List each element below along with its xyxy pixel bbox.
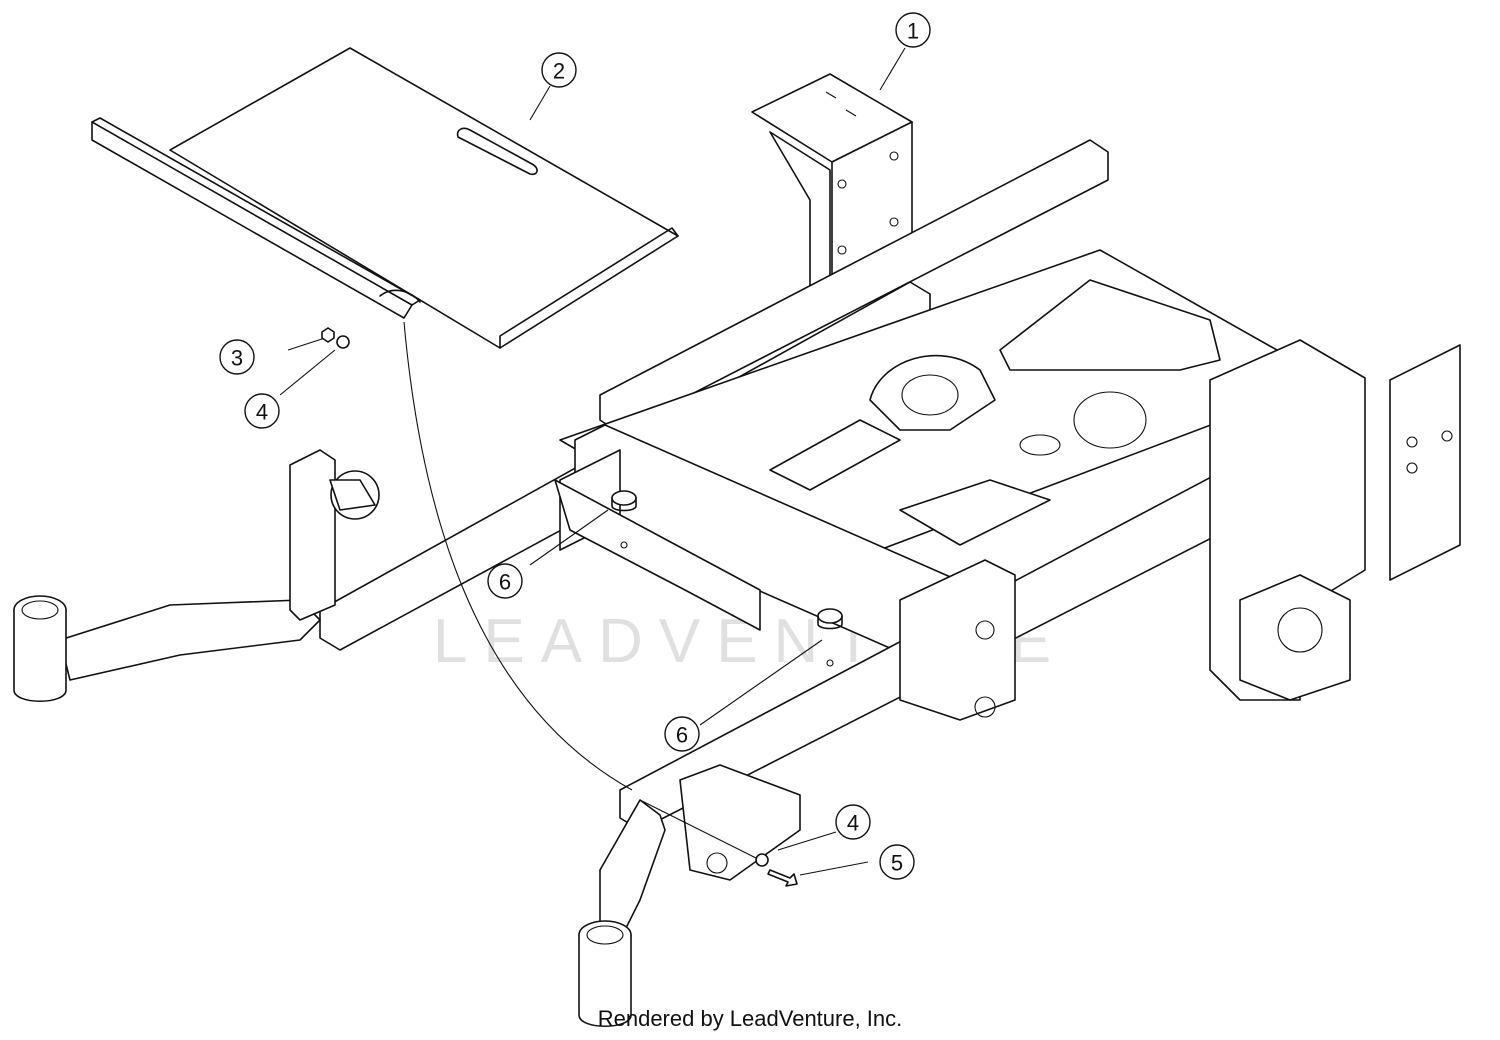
callout-4-upper: 4 [244, 393, 280, 429]
svg-text:6: 6 [676, 723, 688, 748]
svg-text:6: 6 [499, 570, 511, 595]
footer-credit: Rendered by LeadVenture, Inc. [597, 1006, 903, 1031]
callout-1: 1 [895, 12, 931, 48]
hardware [321, 327, 843, 887]
washer-icon [755, 853, 769, 867]
bumper-icon [611, 490, 637, 549]
front-axle [13, 449, 666, 1028]
nut-icon [321, 327, 335, 343]
svg-text:3: 3 [231, 346, 243, 371]
svg-text:5: 5 [891, 851, 903, 876]
svg-text:4: 4 [256, 400, 268, 425]
bumper-icon [817, 608, 843, 667]
washer-icon [336, 335, 350, 349]
callout-6-upper: 6 [487, 563, 523, 599]
callout-5: 5 [879, 844, 915, 880]
callout-4-lower: 4 [835, 804, 871, 840]
leader-lines [279, 47, 906, 876]
support-bar [91, 117, 421, 319]
svg-text:1: 1 [907, 19, 919, 44]
bolt-icon [767, 869, 798, 887]
deck-details [769, 279, 1221, 546]
svg-text:2: 2 [553, 59, 565, 84]
foot-plate [169, 47, 679, 349]
callout-2: 2 [541, 52, 577, 88]
callout-6-lower: 6 [664, 716, 700, 752]
callout-3: 3 [219, 339, 255, 375]
svg-text:4: 4 [847, 811, 859, 836]
